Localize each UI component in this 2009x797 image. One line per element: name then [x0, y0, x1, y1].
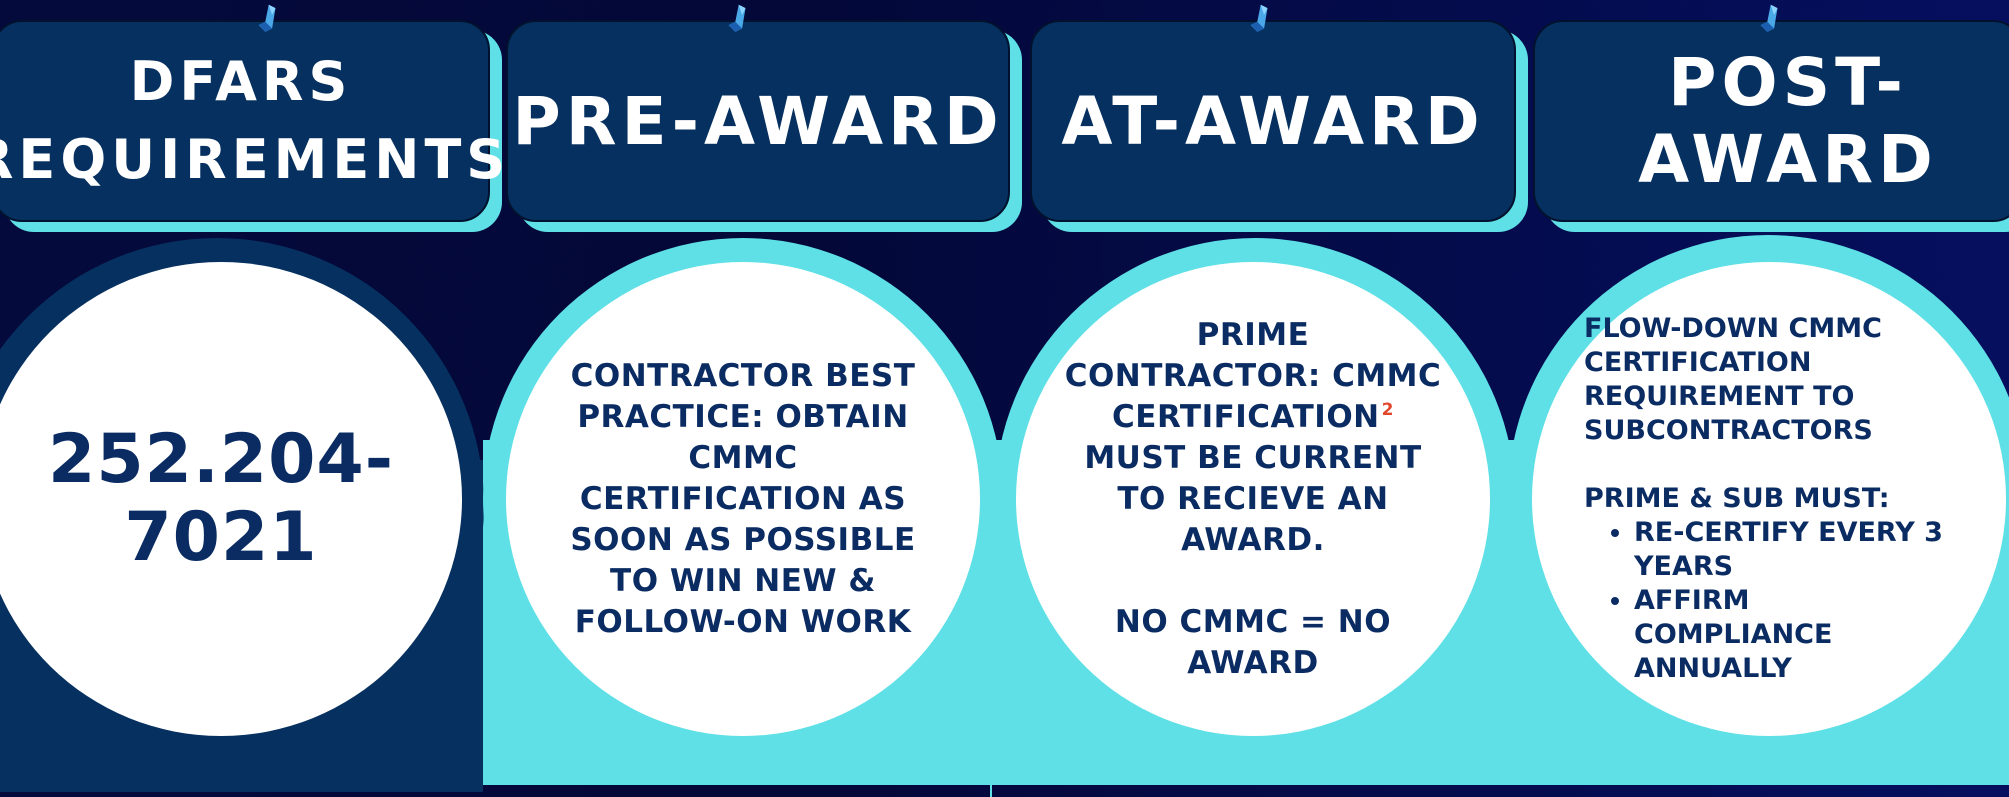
- post-award-circle: FLOW-DOWN CMMC CERTIFICATION REQUIREMENT…: [1532, 262, 2006, 736]
- pushpin-icon: [258, 4, 276, 32]
- text-line: TO WIN NEW &: [610, 562, 876, 599]
- text-line: AWARD: [1187, 644, 1319, 681]
- superscript-marker: 2: [1381, 400, 1394, 421]
- text-line: CERTIFICATION: [1584, 347, 1812, 378]
- text-line: MUST BE CURRENT: [1084, 439, 1422, 476]
- text-line: CONTRACTOR: CMMC: [1064, 357, 1442, 394]
- header-line: REQUIREMENTS: [0, 128, 511, 191]
- header-pre-award: PRE-AWARD: [506, 20, 1010, 222]
- subheading: PRIME & SUB MUST:: [1584, 483, 1890, 514]
- header-label: PRE-AWARD: [512, 82, 1004, 160]
- pushpin-icon: [1760, 4, 1778, 32]
- pre-award-circle: CONTRACTOR BEST PRACTICE: OBTAIN CMMC CE…: [506, 262, 980, 736]
- spacer: [1584, 448, 1954, 482]
- pre-award-text: CONTRACTOR BEST PRACTICE: OBTAIN CMMC CE…: [570, 356, 915, 643]
- header-dfars-requirements: DFARS REQUIREMENTS: [0, 20, 505, 222]
- header-at-award: AT-AWARD: [1030, 20, 1516, 222]
- text-line: FLOW-DOWN CMMC: [1584, 313, 1882, 344]
- text-line: TO RECIEVE AN: [1117, 480, 1389, 517]
- text-line: REQUIREMENT TO: [1584, 381, 1855, 412]
- text-line: FOLLOW-ON WORK: [574, 603, 912, 640]
- header-line: DFARS: [129, 50, 353, 113]
- text-line: SOON AS POSSIBLE: [570, 521, 916, 558]
- text-line: CMMC: [688, 439, 798, 476]
- text-line: CERTIFICATION: [1112, 398, 1380, 435]
- header-label: AT-AWARD: [1061, 82, 1485, 160]
- header-post-award: POST-AWARD: [1533, 20, 2009, 222]
- text-line: SUBCONTRACTORS: [1584, 415, 1873, 446]
- clause-line: 252.204-: [48, 420, 394, 499]
- requirements-list: RE-CERTIFY EVERY 3 YEARS AFFIRM COMPLIAN…: [1584, 516, 1954, 686]
- post-award-text: FLOW-DOWN CMMC CERTIFICATION REQUIREMENT…: [1584, 312, 1954, 686]
- text-line: CONTRACTOR BEST: [570, 357, 916, 394]
- spacer: [1065, 561, 1442, 602]
- list-item: AFFIRM COMPLIANCE ANNUALLY: [1634, 584, 1954, 686]
- text-line: NO CMMC = NO: [1114, 603, 1392, 640]
- text-line: PRIME: [1196, 316, 1310, 353]
- pushpin-icon: [728, 4, 746, 32]
- pushpin-icon: [1250, 4, 1268, 32]
- clause-line: 7021: [124, 498, 318, 577]
- dfars-clause-number: 252.204- 7021: [48, 421, 394, 577]
- text-line: CERTIFICATION AS: [579, 480, 907, 517]
- dfars-circle: 252.204- 7021: [0, 262, 462, 736]
- header-label: POST-AWARD: [1638, 44, 1938, 198]
- text-line: PRACTICE: OBTAIN: [577, 398, 909, 435]
- column-divider: [990, 780, 992, 797]
- list-item: RE-CERTIFY EVERY 3 YEARS: [1634, 516, 1954, 584]
- text-line: AWARD.: [1181, 521, 1325, 558]
